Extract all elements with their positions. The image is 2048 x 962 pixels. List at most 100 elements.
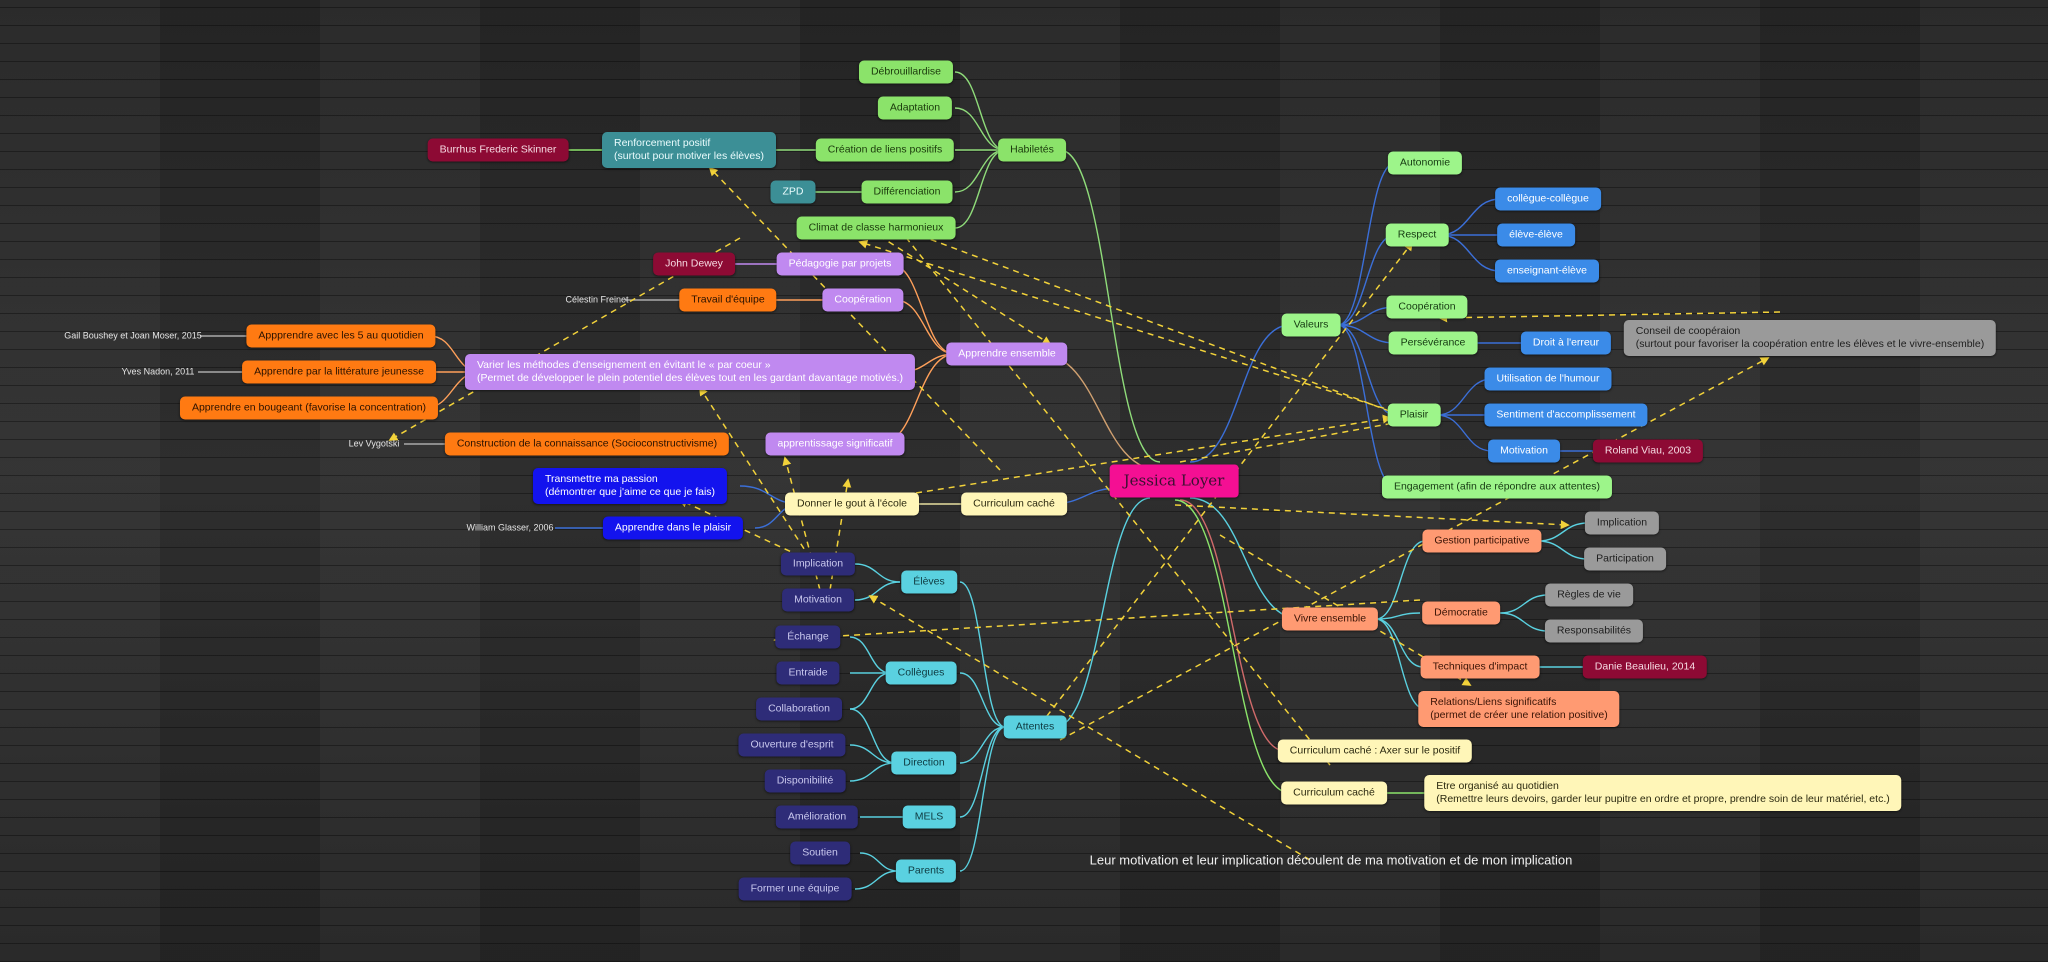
node-echange[interactable]: Échange [775,625,841,649]
connector-43 [849,708,896,764]
node-travail-equipe[interactable]: Travail d'équipe [679,288,777,312]
node-participation[interactable]: Participation [1584,547,1666,571]
dashed-arrow-78 [773,599,1421,645]
dashed-arrow-85 [708,166,1001,471]
node-eleve-eleve[interactable]: élève-élève [1497,223,1575,247]
connector-61 [1436,414,1493,452]
node-motivation[interactable]: Motivation [782,588,854,612]
node-john-dewey[interactable]: John Dewey [653,252,735,276]
connector-39 [854,581,901,601]
node-cooperation-valeur[interactable]: Coopération [1386,295,1468,319]
node-droit-erreur[interactable]: Droit à l'erreur [1520,331,1612,355]
node-curriculum-positif[interactable]: Curriculum caché : Axer sur le positif [1277,739,1473,763]
node-curriculum-cache-2[interactable]: Curriculum caché [1281,781,1387,805]
connector-68 [1537,540,1589,560]
note-motivation-implication: Leur motivation et leur implication déco… [1089,852,1573,868]
node-habiletes[interactable]: Habiletés [998,138,1066,162]
connector-12 [954,149,1006,229]
connector-67 [1537,522,1589,542]
node-soutien[interactable]: Soutien [790,841,850,865]
connector-8 [954,71,1006,151]
connector-48 [854,870,899,890]
node-implication-gestion[interactable]: Implication [1584,511,1660,535]
node-implication[interactable]: Implication [780,552,856,576]
node-parents[interactable]: Parents [895,859,957,883]
node-pedagogie-projets[interactable]: Pédagogie par projets [776,252,904,276]
node-collegues[interactable]: Collègues [885,661,957,685]
node-apprentissage-significatif[interactable]: apprentissage significatif [765,432,905,456]
node-gestion-participative[interactable]: Gestion participative [1422,529,1542,553]
node-donner-gout-ecole[interactable]: Donner le gout à l'école [785,492,919,516]
node-motivation-valeur[interactable]: Motivation [1488,439,1560,463]
node-autonomie[interactable]: Autonomie [1387,151,1463,175]
node-apprendre-ensemble[interactable]: Apprendre ensemble [946,342,1068,366]
node-apprendre-plaisir[interactable]: Apprendre dans le plaisir [602,516,744,540]
node-ouverture-esprit[interactable]: Ouverture d'esprit [738,733,846,757]
label-yves-nadon: Yves Nadon, 2011 [121,366,195,377]
dashed-arrow-77 [1039,241,1414,726]
node-danie-beaulieu[interactable]: Danie Beaulieu, 2014 [1582,655,1708,679]
node-collegue-collegue[interactable]: collègue-collègue [1495,187,1601,211]
connector-69 [1499,594,1549,614]
node-debrouillardise[interactable]: Débrouillardise [858,60,954,84]
dashed-arrow-86 [869,229,1052,345]
connector-44 [849,744,896,764]
node-zpd[interactable]: ZPD [770,180,816,204]
node-attentes[interactable]: Attentes [1003,715,1067,739]
dashed-arrow-73 [898,228,1331,766]
node-apprendre-litterature[interactable]: Apprendre par la littérature jeunesse [242,360,436,384]
node-apprendre-5-sens[interactable]: Appprendre avec les 5 au quotidien [246,324,436,348]
node-roland-viau[interactable]: Roland Viau, 2003 [1592,439,1704,463]
node-conseil-cooperation[interactable]: Conseil de coopéraion (surtout pour favo… [1623,320,1997,356]
node-entraide[interactable]: Entraide [776,661,840,685]
connector-40 [849,636,891,674]
node-adaptation[interactable]: Adaptation [877,96,953,120]
node-amelioration[interactable]: Amélioration [775,805,859,829]
node-disponibilite[interactable]: Disponibilité [764,769,846,793]
node-etre-organise[interactable]: Etre organisé au quotidien (Remettre leu… [1424,775,1902,811]
node-renforcement-positif[interactable]: Renforcement positif (surtout pour motiv… [602,132,776,168]
node-eleves[interactable]: Élèves [901,570,957,594]
connector-4 [1189,324,1291,463]
node-vivre-ensemble[interactable]: Vivre ensemble [1281,607,1379,631]
node-apprendre-bougeant[interactable]: Apprendre en bougeant (favorise la conce… [179,396,439,420]
node-transmettre-passion[interactable]: Transmettre ma passion (démontrer que j'… [532,468,728,504]
connector-33 [959,581,1006,728]
connector-45 [849,762,896,782]
node-varier-methodes[interactable]: Varier les méthodes d'enseignement en év… [464,354,916,390]
connector-70 [1499,612,1549,632]
connector-7 [1174,499,1291,794]
node-mels[interactable]: MELS [902,805,956,829]
node-techniques-impact[interactable]: Techniques d'impact [1420,655,1540,679]
label-lev-vygotski: Lev Vygotski [348,438,400,449]
node-plaisir[interactable]: Plaisir [1387,403,1441,427]
dashed-arrow-88 [1179,416,1412,463]
node-collaboration[interactable]: Collaboration [756,697,842,721]
root-node-jessica-loyer[interactable]: Jessica Loyer [1109,464,1239,498]
node-construction-connaissance[interactable]: Construction de la connaissance (Socioco… [444,432,730,456]
node-cooperation-pedagogie[interactable]: Coopération [822,288,904,312]
node-sentiment-accomplissement[interactable]: Sentiment d'accomplissement [1484,403,1648,427]
node-direction[interactable]: Direction [891,751,957,775]
node-former-equipe[interactable]: Former une équipe [738,877,852,901]
node-climat-classe[interactable]: Climat de classe harmonieux [796,216,956,240]
node-differenciation[interactable]: Différenciation [861,180,953,204]
node-responsabilites[interactable]: Responsabilités [1544,619,1644,643]
node-skinner[interactable]: Burrhus Frederic Skinner [427,138,569,162]
dashed-arrow-87 [1438,311,1781,323]
node-democratie[interactable]: Démocratie [1422,601,1500,625]
connector-64 [1375,612,1421,620]
node-regles-vie[interactable]: Règles de vie [1545,583,1633,607]
dashed-arrow-83 [699,386,811,559]
node-perseverance[interactable]: Persévérance [1388,331,1478,355]
node-utilisation-humour[interactable]: Utilisation de l'humour [1484,367,1612,391]
node-respect[interactable]: Respect [1385,223,1449,247]
node-creation-liens-positifs[interactable]: Création de liens positifs [815,138,955,162]
node-enseignant-eleve[interactable]: enseignant-élève [1495,259,1599,283]
node-relations-liens[interactable]: Relations/Liens significatifs (permet de… [1418,691,1620,727]
node-curriculum-cache-1[interactable]: Curriculum caché [961,492,1067,516]
node-engagement[interactable]: Engagement (afin de répondre aux attente… [1381,475,1613,499]
node-valeurs[interactable]: Valeurs [1281,313,1341,337]
connector-53 [1337,324,1396,416]
